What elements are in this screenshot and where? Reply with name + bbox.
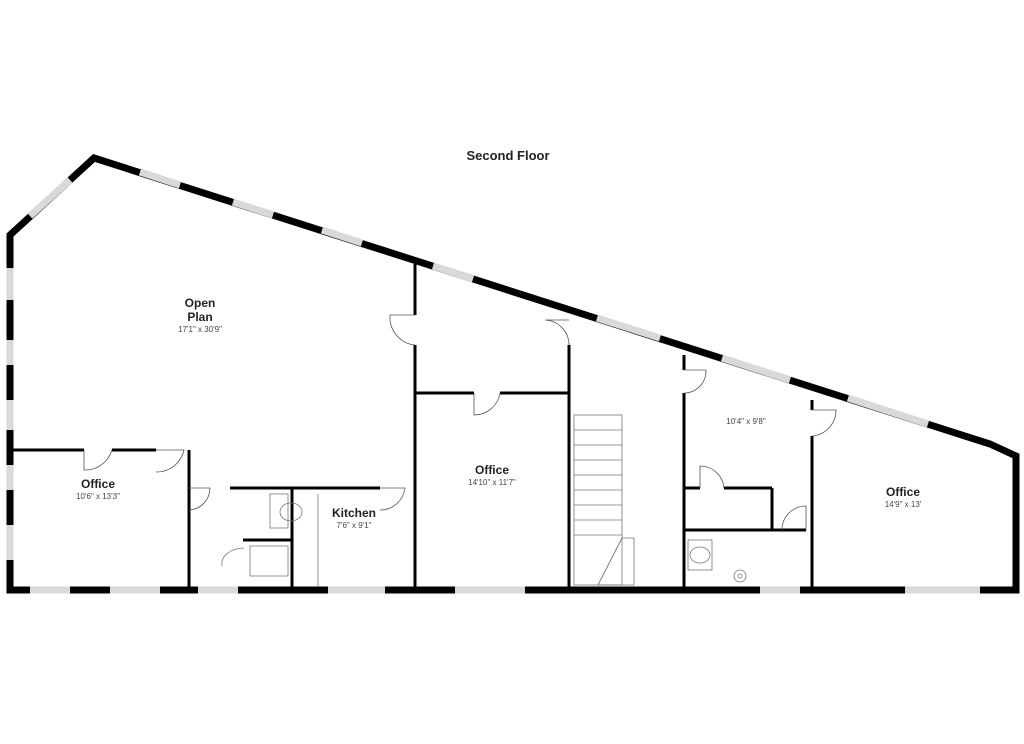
kitchen-name: Kitchen: [332, 506, 376, 520]
open-plan-name-line1: Open: [185, 296, 216, 310]
office-left-dims: 10'6" x 13'3": [76, 492, 120, 501]
office-center-dims: 14'10" x 11'7": [468, 478, 516, 487]
office-right-name: Office: [886, 485, 920, 499]
open-plan-dims: 17'1" x 30'9": [178, 325, 222, 334]
small-room-dims: 10'4" x 9'8": [726, 417, 766, 426]
staircase: [573, 414, 635, 586]
open-plan-name-line2: Plan: [187, 310, 212, 324]
room-labels: Open Plan 17'1" x 30'9" Office 10'6" x 1…: [76, 296, 922, 530]
office-center-name: Office: [475, 463, 509, 477]
fixtures: [221, 493, 747, 586]
floor-title: Second Floor: [466, 148, 549, 163]
office-left-name: Office: [81, 477, 115, 491]
exterior-walls: [6, 154, 1020, 594]
office-right-dims: 14'9" x 13': [885, 500, 922, 509]
door-swings: [83, 314, 837, 531]
interior-walls: [10, 264, 814, 590]
kitchen-dims: 7'6" x 9'1": [337, 521, 372, 530]
